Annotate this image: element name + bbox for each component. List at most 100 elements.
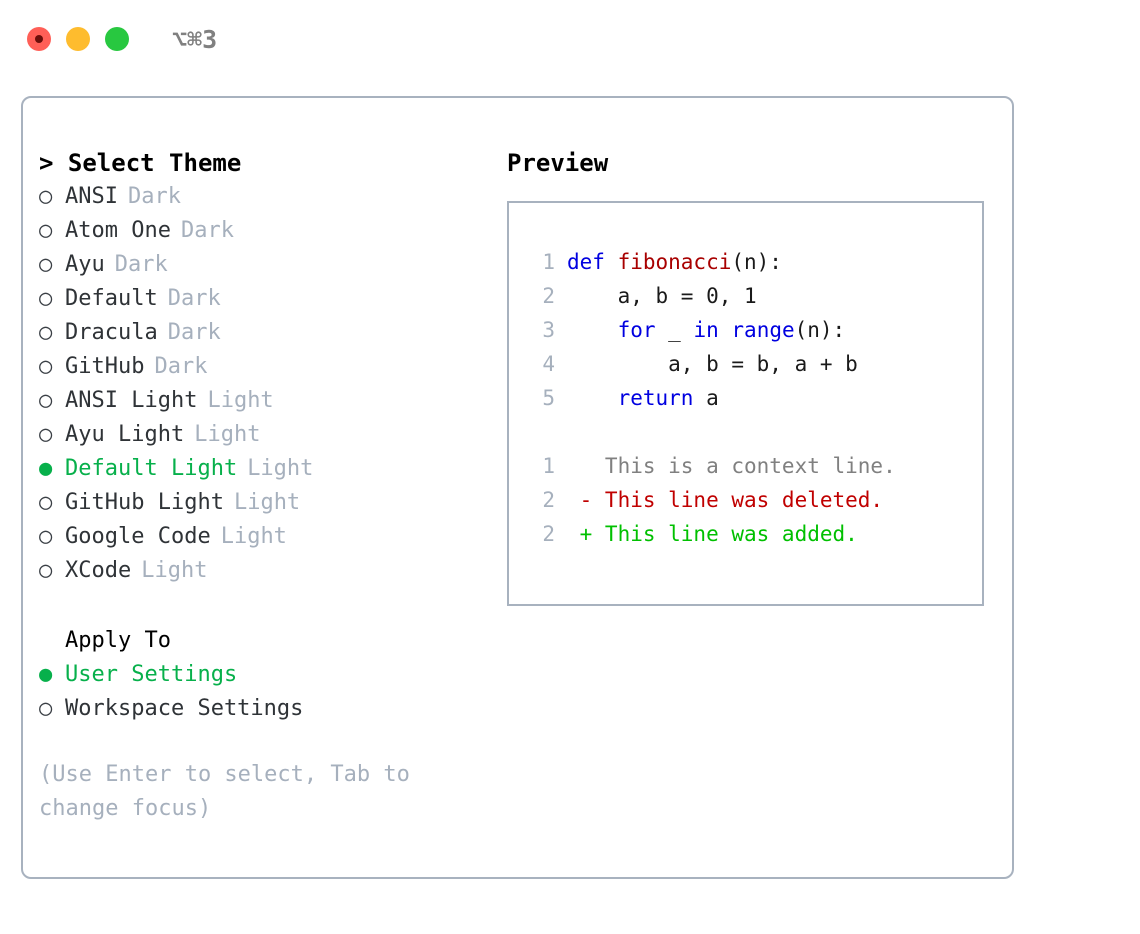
apply-to-item[interactable]: ● User Settings: [39, 658, 493, 692]
line-content: - This line was deleted.: [567, 483, 883, 517]
radio-unselected-icon: ○: [39, 558, 53, 583]
minimize-button[interactable]: [66, 27, 90, 51]
theme-variant-label: Dark: [127, 184, 181, 209]
radio-unselected-icon: ○: [39, 422, 53, 447]
radio-unselected-icon: ○: [39, 252, 53, 277]
close-button[interactable]: [27, 27, 51, 51]
token-plain: [719, 318, 732, 342]
theme-variant-label: Light: [194, 422, 261, 447]
theme-list-item[interactable]: ○ ANSI Light Light: [39, 384, 493, 418]
code-diff-spacer: [527, 415, 982, 449]
token-plain: [567, 318, 618, 342]
theme-variant-label: Dark: [114, 252, 168, 277]
radio-unselected-icon: ○: [39, 286, 53, 311]
token-plain: _: [655, 318, 694, 342]
diff-line: 2 + This line was added.: [527, 517, 982, 551]
theme-list-header: > Select Theme: [39, 149, 242, 177]
title-bar: ⌥⌘3: [0, 0, 1140, 78]
token-kw: def: [567, 250, 618, 274]
maximize-button[interactable]: [105, 27, 129, 51]
radio-unselected-icon: ○: [39, 696, 53, 721]
radio-unselected-icon: ○: [39, 354, 53, 379]
token-plain: (n):: [794, 318, 846, 342]
line-content: This is a context line.: [567, 449, 896, 483]
diff-line: 1 This is a context line.: [527, 449, 982, 483]
radio-selected-icon: ●: [39, 662, 53, 687]
radio-unselected-icon: ○: [39, 218, 53, 243]
theme-list-item[interactable]: ○ Google Code Light: [39, 520, 493, 554]
code-line: 4 a, b = b, a + b: [527, 347, 982, 381]
radio-selected-icon: ●: [39, 456, 53, 481]
line-number: 4: [542, 352, 555, 376]
token-plain: [567, 386, 618, 410]
theme-name-label: Ayu: [65, 252, 105, 277]
token-add: + This line was added.: [567, 522, 858, 546]
traffic-light-controls: [27, 27, 129, 51]
theme-variant-label: Dark: [180, 218, 234, 243]
theme-variant-label: Light: [233, 490, 301, 515]
theme-list-item[interactable]: ○ Atom One Dark: [39, 214, 493, 248]
theme-variant-label: Light: [207, 388, 274, 413]
theme-variant-label: Dark: [167, 320, 221, 345]
theme-list-item[interactable]: ○ ANSI Dark: [39, 180, 493, 214]
token-ctx: This is a context line.: [567, 454, 896, 478]
diff-line: 2 - This line was deleted.: [527, 483, 982, 517]
line-content: return a: [567, 381, 719, 415]
token-plain: a, b = 0, 1: [567, 284, 757, 308]
theme-name-label: GitHub: [65, 354, 145, 379]
line-number: 1: [542, 454, 555, 478]
apply-to-item[interactable]: ○Workspace Settings: [39, 692, 493, 726]
line-number: 2: [542, 488, 555, 512]
code-line: 5 return a: [527, 381, 982, 415]
line-content: + This line was added.: [567, 517, 858, 551]
theme-variant-label: Light: [141, 558, 208, 583]
line-content: for _ in range(n):: [567, 313, 846, 347]
radio-unselected-icon: ○: [39, 184, 53, 209]
keyboard-hint-text: (Use Enter to select, Tab to change focu…: [39, 762, 424, 821]
line-content: def fibonacci(n):: [567, 245, 782, 279]
token-kw: range: [731, 318, 795, 342]
theme-variant-label: Light: [220, 524, 287, 549]
theme-list-item[interactable]: ○ Ayu Light Light: [39, 418, 493, 452]
theme-name-label: Google Code: [65, 524, 211, 549]
line-number: 5: [542, 386, 555, 410]
radio-unselected-icon: ○: [39, 490, 53, 515]
theme-list-item[interactable]: ○ Ayu Dark: [39, 248, 493, 282]
radio-unselected-icon: ○: [39, 388, 53, 413]
theme-name-label: Ayu Light: [65, 422, 185, 447]
radio-unselected-icon: ○: [39, 524, 53, 549]
theme-name-label: Default: [65, 286, 158, 311]
preview-diff-block: 1 This is a context line.2 - This line w…: [527, 449, 982, 551]
apply-to-label: User Settings: [65, 662, 238, 687]
token-plain: a: [693, 386, 719, 410]
token-del: - This line was deleted.: [567, 488, 884, 512]
theme-name-label: ANSI Light: [65, 388, 198, 413]
apply-to-list: ● User Settings ○Workspace Settings: [39, 658, 493, 726]
line-number: 2: [542, 284, 555, 308]
theme-name-label: Atom One: [65, 218, 171, 243]
token-kw: in: [693, 318, 719, 342]
theme-name-label: ANSI: [65, 184, 118, 209]
section-spacer: [39, 588, 493, 624]
token-kw: for: [617, 318, 656, 342]
token-fn: fibonacci: [617, 250, 732, 274]
theme-variant-label: Light: [247, 456, 314, 481]
token-plain: a, b = b, a + b: [567, 352, 858, 376]
window-title: ⌥⌘3: [172, 24, 218, 54]
apply-to-header: Apply To: [65, 628, 171, 653]
preview-header: Preview: [507, 149, 609, 177]
